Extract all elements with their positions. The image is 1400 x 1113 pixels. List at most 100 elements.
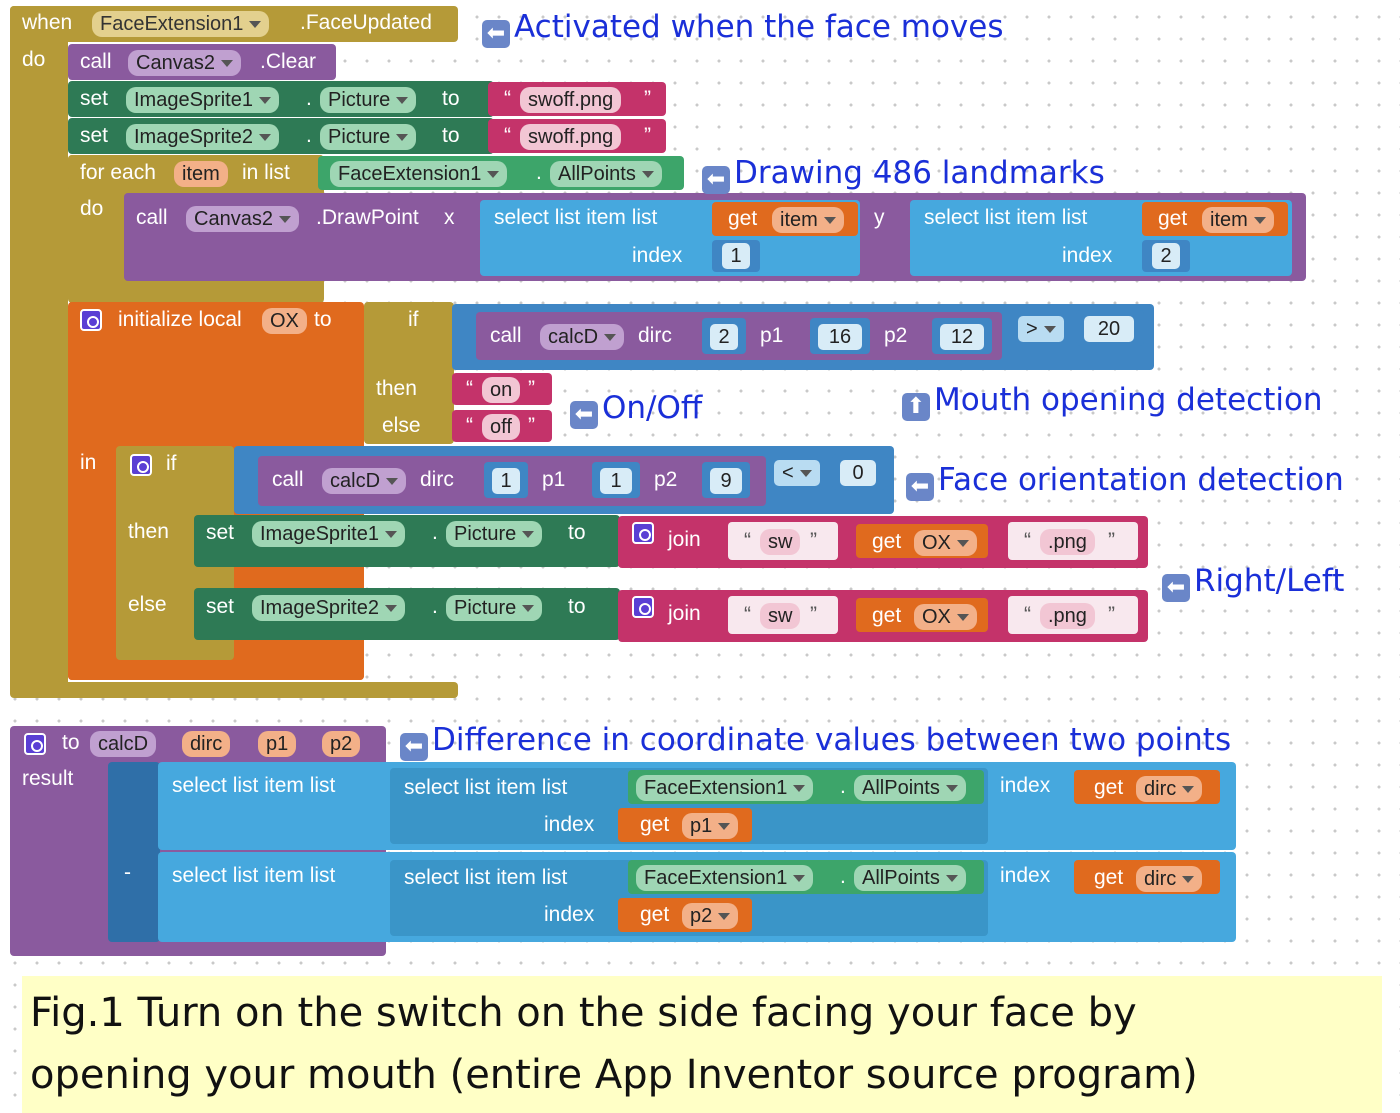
chevron-down-icon (522, 531, 535, 539)
join-label: join (668, 528, 701, 551)
get-label: get (640, 813, 670, 836)
clear-method-label: .Clear (260, 50, 317, 73)
chevron-down-icon (384, 605, 397, 613)
select-list-item-label: select list item list (172, 864, 336, 887)
get-ox-else-dropdown[interactable]: OX (914, 604, 977, 630)
allpoints-2-component-dropdown[interactable]: FaceExtension1 (636, 865, 814, 891)
calcd-proc-dropdown[interactable]: calcD (322, 468, 407, 494)
subtract-block[interactable] (108, 762, 160, 942)
for-each-property-dropdown[interactable]: AllPoints (550, 161, 662, 187)
compare-operator-dropdown[interactable]: < (774, 460, 820, 486)
p1-value[interactable]: 1 (600, 468, 632, 494)
then-dot: . (432, 521, 438, 544)
set2-property-dropdown[interactable]: Picture (320, 124, 417, 150)
index-label: index (632, 244, 683, 267)
p2-label: p2 (884, 324, 908, 347)
allpoints-1-dot: . (840, 775, 846, 798)
chevron-down-icon (396, 97, 409, 105)
p2-value[interactable]: 12 (940, 324, 984, 350)
gear-icon[interactable] (632, 522, 654, 544)
for-each-label: for each (80, 161, 156, 184)
chevron-down-icon (220, 60, 233, 68)
annotation-difference: ⬅Difference in coordinate values between… (400, 722, 1231, 761)
for-each-component-dropdown[interactable]: FaceExtension1 (330, 161, 508, 187)
procedure-param-p1[interactable]: p1 (258, 731, 297, 757)
else-to-label: to (568, 595, 586, 618)
p2-value[interactable]: 9 (710, 468, 742, 494)
chevron-down-icon (278, 216, 291, 224)
arrow-left-icon: ⬅ (702, 166, 730, 194)
else-component-dropdown[interactable]: ImageSprite2 (252, 595, 405, 621)
compare-operator-dropdown[interactable]: > (1018, 316, 1064, 342)
gear-icon[interactable] (130, 454, 152, 476)
get-p1-dropdown[interactable]: p1 (682, 813, 739, 839)
for-each-var[interactable]: item (174, 161, 228, 187)
join-then-s2[interactable]: .png (1040, 529, 1095, 555)
allpoints-1-property-dropdown[interactable]: AllPoints (854, 775, 966, 801)
join-else-s1[interactable]: sw (760, 603, 801, 629)
set1-component-dropdown[interactable]: ImageSprite1 (126, 87, 279, 113)
chevron-down-icon (1253, 217, 1266, 225)
then-string-value[interactable]: on (482, 377, 521, 403)
call-label: call (80, 50, 112, 73)
procedure-name[interactable]: calcD (90, 731, 157, 757)
local-var-name[interactable]: OX (262, 308, 307, 334)
chevron-down-icon (641, 171, 654, 179)
allpoints-2-property-dropdown[interactable]: AllPoints (854, 865, 966, 891)
procedure-param-p2[interactable]: p2 (322, 731, 361, 757)
chevron-down-icon (1043, 326, 1056, 334)
dirc-value[interactable]: 1 (492, 468, 520, 494)
inline-if-block[interactable] (364, 302, 454, 444)
then-property-dropdown[interactable]: Picture (446, 521, 543, 547)
p1-label: p1 (542, 468, 566, 491)
gear-icon[interactable] (80, 309, 102, 331)
set2-component-dropdown[interactable]: ImageSprite2 (126, 124, 279, 150)
set1-string-value[interactable]: swoff.png (520, 87, 622, 113)
get-label: get (728, 207, 758, 230)
get-ox-then-dropdown[interactable]: OX (914, 530, 977, 556)
set-label: set (80, 87, 109, 110)
quote-close-icon: ” (644, 124, 651, 147)
allpoints-1-component-dropdown[interactable]: FaceExtension1 (636, 775, 814, 801)
set2-string-value[interactable]: swoff.png (520, 124, 622, 150)
dirc-value[interactable]: 2 (710, 324, 738, 350)
get-label: get (1094, 776, 1124, 799)
set1-dot: . (306, 87, 312, 110)
get-item-x-dropdown[interactable]: item (772, 207, 844, 233)
get-label: get (872, 530, 902, 553)
index-x-value[interactable]: 1 (722, 243, 750, 269)
chevron-down-icon (258, 97, 271, 105)
gear-icon[interactable] (632, 596, 654, 618)
join-else-s2[interactable]: .png (1040, 603, 1095, 629)
get-p2-dropdown[interactable]: p2 (682, 903, 739, 929)
annotation-mouth: ⬆Mouth opening detection (902, 382, 1323, 421)
index-y-value[interactable]: 2 (1152, 243, 1180, 269)
select-list-item-label: select list item list (404, 776, 568, 799)
join-then-s1[interactable]: sw (760, 529, 801, 555)
index-label: index (1000, 774, 1051, 797)
then-component-dropdown[interactable]: ImageSprite1 (252, 521, 405, 547)
p2-label: p2 (654, 468, 678, 491)
call-label: call (272, 468, 304, 491)
p1-value[interactable]: 16 (818, 324, 862, 350)
else-property-dropdown[interactable]: Picture (446, 595, 543, 621)
annotation-face-moves: ⬅Activated when the face moves (482, 9, 1004, 48)
join-label: join (668, 602, 701, 625)
get-dirc-1-dropdown[interactable]: dirc (1136, 776, 1203, 802)
calcd-proc-dropdown[interactable]: calcD (540, 324, 625, 350)
gear-icon[interactable] (24, 733, 46, 755)
chevron-down-icon (1182, 786, 1195, 794)
compare-value[interactable]: 20 (1084, 316, 1134, 342)
set1-property-dropdown[interactable]: Picture (320, 87, 417, 113)
drawpoint-component-dropdown[interactable]: Canvas2 (186, 206, 299, 232)
procedure-param-dirc[interactable]: dirc (182, 731, 231, 757)
else-string-value[interactable]: off (482, 414, 520, 440)
event-component-dropdown[interactable]: FaceExtension1 (92, 11, 270, 37)
arrow-left-icon: ⬅ (906, 473, 934, 501)
compare-value[interactable]: 0 (840, 460, 876, 486)
get-item-y-dropdown[interactable]: item (1202, 207, 1274, 233)
get-dirc-2-dropdown[interactable]: dirc (1136, 866, 1203, 892)
dirc-label: dirc (420, 468, 454, 491)
clear-component-dropdown[interactable]: Canvas2 (128, 50, 241, 76)
chevron-down-icon (604, 334, 617, 342)
